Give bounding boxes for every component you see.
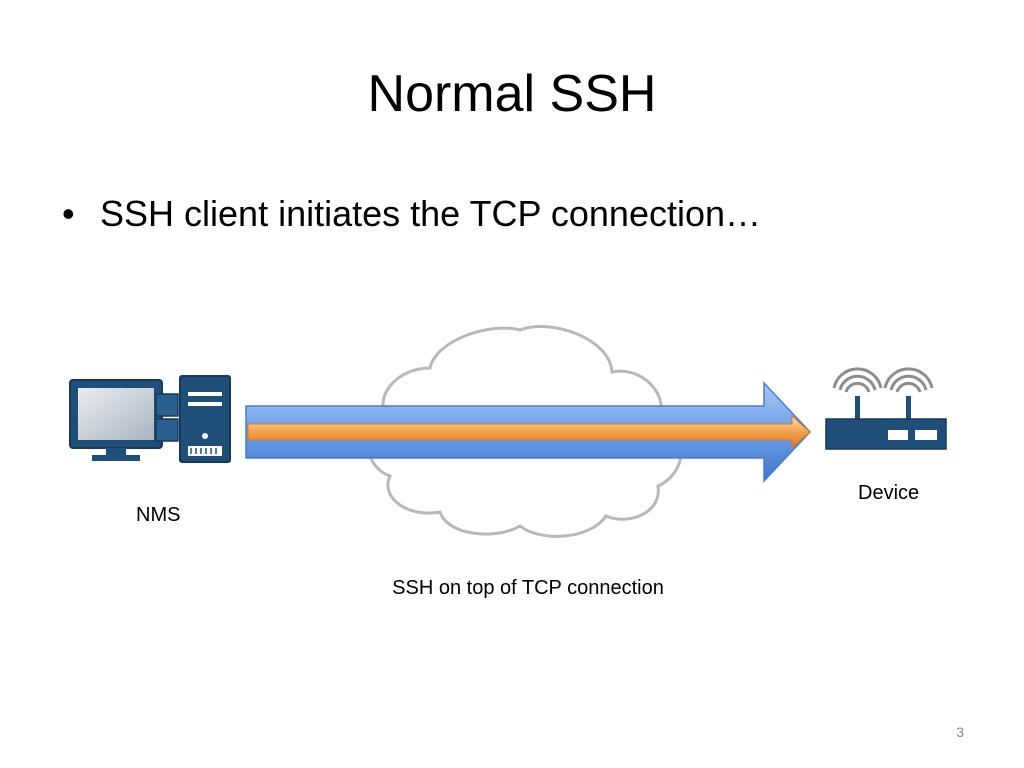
bullet-text: SSH client initiates the TCP connection… bbox=[100, 193, 762, 234]
ssh-arrow bbox=[247, 414, 811, 450]
router-icon bbox=[825, 367, 947, 450]
computer-icon bbox=[69, 375, 231, 463]
page-number: 3 bbox=[956, 724, 964, 740]
slide-title: Normal SSH bbox=[367, 65, 657, 123]
connection-caption: SSH on top of TCP connection bbox=[392, 577, 664, 599]
bullet-item: • SSH client initiates the TCP connection… bbox=[62, 190, 761, 238]
device-label: Device bbox=[858, 482, 920, 504]
nms-label: NMS bbox=[136, 504, 181, 526]
bullet-dot: • bbox=[62, 193, 75, 234]
